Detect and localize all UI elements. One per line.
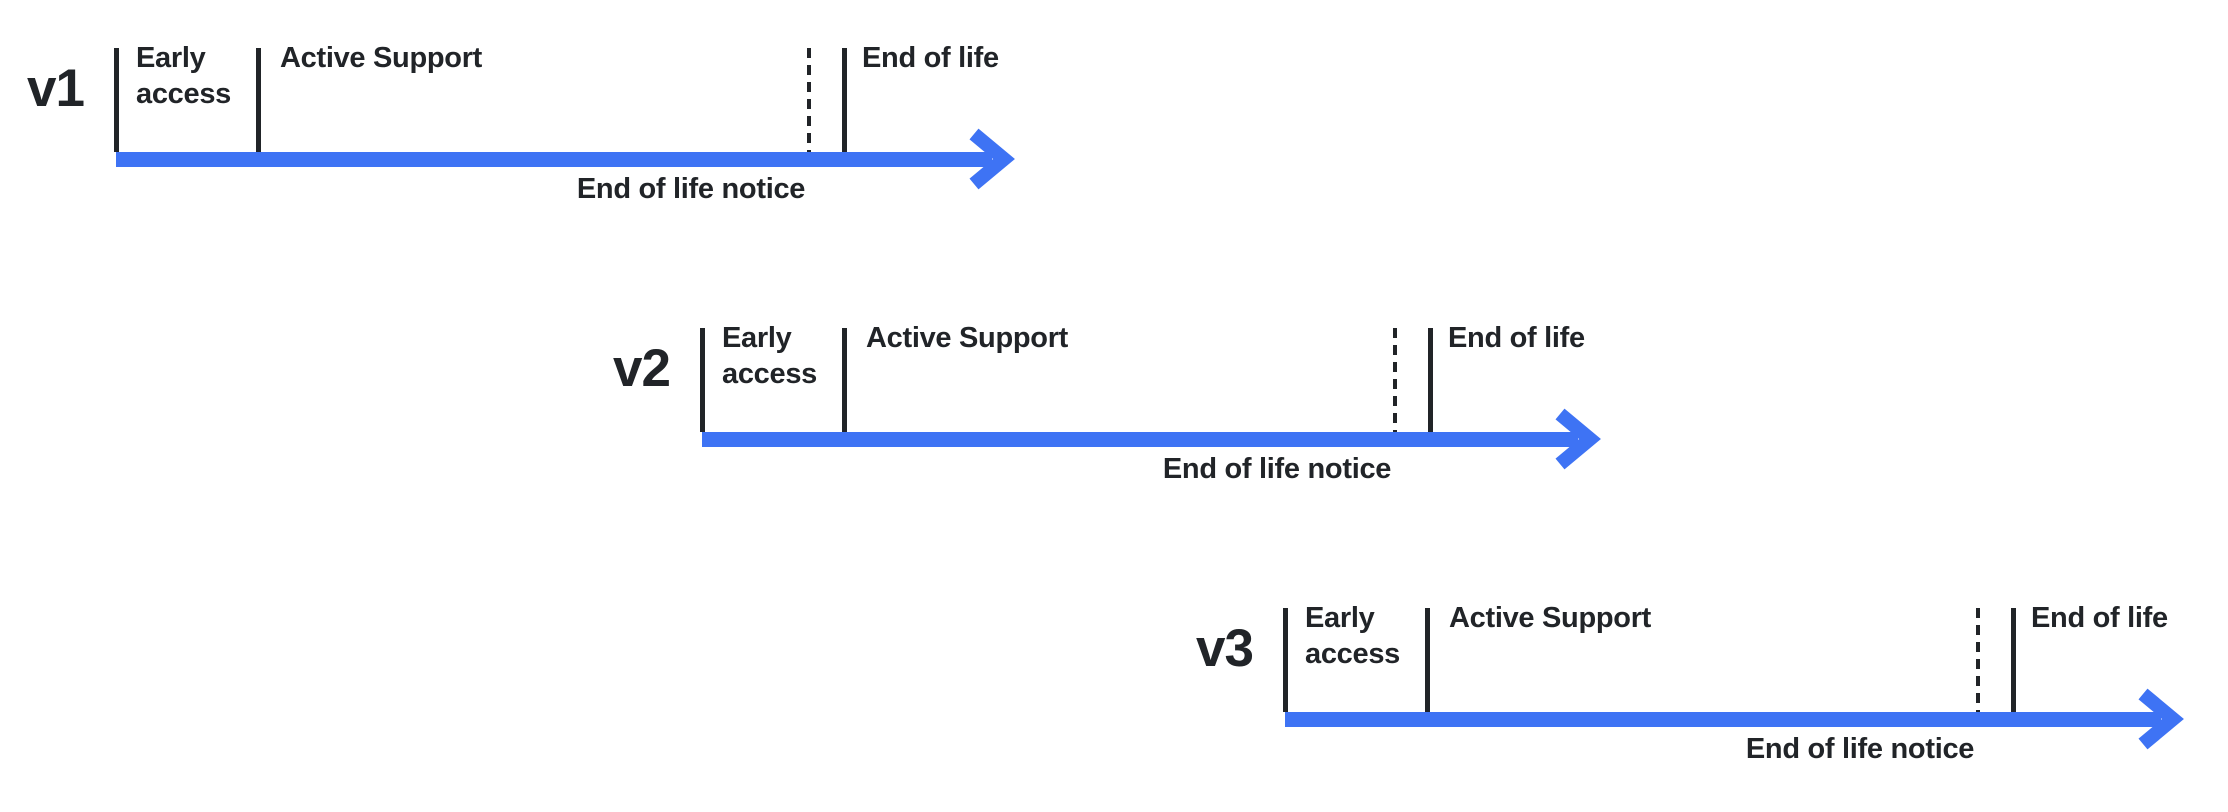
early-access-start-tick — [1283, 608, 1288, 712]
timeline-v3: v3 Early access Active Support End of li… — [1169, 560, 2228, 790]
timeline-arrow-bar — [116, 152, 992, 167]
end-of-life-label: End of life — [2031, 602, 2168, 634]
arrow-head-icon — [2138, 688, 2184, 750]
arrow-head-icon — [969, 128, 1015, 190]
active-support-label: Active Support — [1449, 602, 1652, 634]
arrow-head-icon — [1555, 408, 1601, 470]
end-of-life-tick — [1428, 328, 1433, 432]
early-access-label: Early access — [136, 42, 231, 110]
version-label: v1 — [27, 59, 85, 118]
eol-notice-dashed-line — [1393, 328, 1397, 432]
end-of-life-tick — [2011, 608, 2016, 712]
active-support-start-tick — [842, 328, 847, 432]
active-support-start-tick — [256, 48, 261, 152]
end-of-life-label: End of life — [1448, 322, 1585, 354]
eol-notice-dashed-line — [1976, 608, 1980, 712]
version-label: v3 — [1196, 619, 1254, 678]
end-of-life-notice-label: End of life notice — [576, 173, 806, 205]
end-of-life-tick — [842, 48, 847, 152]
early-access-start-tick — [114, 48, 119, 152]
active-support-label: Active Support — [280, 42, 483, 74]
end-of-life-notice-label: End of life notice — [1162, 453, 1392, 485]
early-access-label: Early access — [722, 322, 817, 390]
active-support-label: Active Support — [866, 322, 1069, 354]
timeline-arrow-bar — [1285, 712, 2161, 727]
end-of-life-label: End of life — [862, 42, 999, 74]
version-label: v2 — [613, 339, 671, 398]
early-access-label: Early access — [1305, 602, 1400, 670]
timeline-arrow-bar — [702, 432, 1578, 447]
end-of-life-notice-label: End of life notice — [1745, 733, 1975, 765]
timeline-v2: v2 Early access Active Support End of li… — [586, 280, 1786, 510]
timeline-v1: v1 Early access Active Support End of li… — [0, 0, 1200, 230]
eol-notice-dashed-line — [807, 48, 811, 152]
early-access-start-tick — [700, 328, 705, 432]
active-support-start-tick — [1425, 608, 1430, 712]
